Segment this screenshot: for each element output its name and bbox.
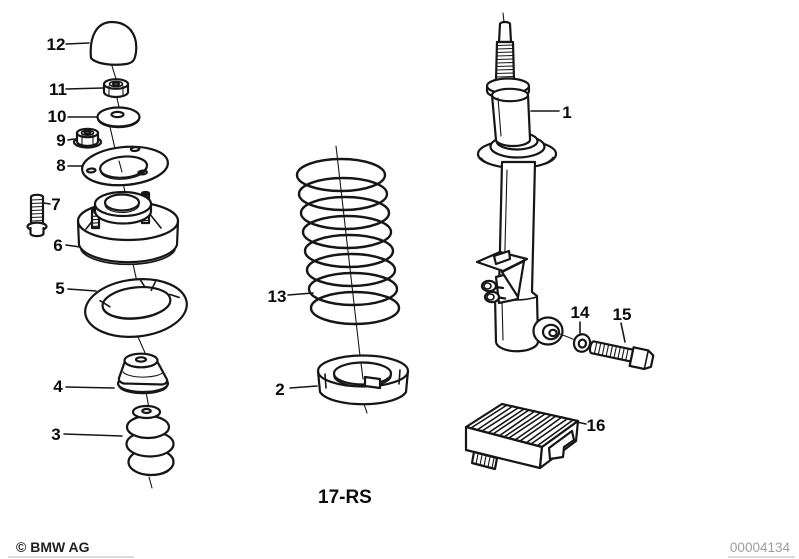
centerline-pad-bottom <box>360 362 368 414</box>
centerline-eye-bolt-axis <box>559 333 574 340</box>
leader-4 <box>65 386 115 389</box>
leader-lines <box>43 42 626 437</box>
callout-12: 12 <box>47 35 66 54</box>
callout-15: 15 <box>613 305 632 324</box>
leader-6 <box>65 244 81 248</box>
callout-5: 5 <box>55 279 64 298</box>
part-1-shock-absorber <box>475 12 564 353</box>
callout-14: 14 <box>571 303 590 322</box>
centerline-pad-buffer <box>137 336 147 356</box>
leader-13 <box>287 292 314 296</box>
leader-3 <box>63 433 123 437</box>
callout-11: 11 <box>49 80 67 99</box>
callout-3: 3 <box>51 425 60 444</box>
callout-4: 4 <box>53 377 63 396</box>
part-13-coil-spring <box>295 157 401 326</box>
copyright-label: © BMW AG <box>16 539 90 555</box>
centerline-spring-axis <box>335 145 361 357</box>
leader-11 <box>65 87 104 90</box>
callout-8: 8 <box>56 156 65 175</box>
leader-16 <box>576 421 587 425</box>
leader-5 <box>67 288 97 292</box>
part-16-control-unit <box>464 402 580 471</box>
part-9-flange-nut <box>72 127 103 149</box>
part-7-bolt <box>26 193 48 238</box>
leader-15 <box>620 322 626 343</box>
callout-13: 13 <box>268 287 287 306</box>
callout-9: 9 <box>56 131 65 150</box>
callout-2: 2 <box>275 380 284 399</box>
centerline-cap-nut <box>111 65 117 80</box>
part-10-washer <box>96 106 141 129</box>
callout-labels: 12 11 10 9 8 7 6 5 4 3 13 2 1 14 15 16 <box>47 35 632 444</box>
drawing-number-label: 00004134 <box>730 540 791 555</box>
part-12-protective-cap <box>89 20 138 66</box>
leader-7 <box>43 202 51 205</box>
part-6-strut-mount <box>76 190 180 266</box>
part-2-lower-spring-pad <box>316 354 410 406</box>
part-5-upper-spring-pad <box>84 278 188 338</box>
callout-6: 6 <box>53 236 62 255</box>
leader-2 <box>289 385 318 389</box>
centerline-nut-washer <box>116 97 120 108</box>
leader-9 <box>67 138 75 141</box>
centerline-through-plate <box>118 160 123 173</box>
part-3-bump-stop <box>125 404 175 489</box>
callout-16: 16 <box>587 416 606 435</box>
part-15-hex-bolt <box>588 340 655 371</box>
part-4-rubber-buffer <box>116 352 170 395</box>
callout-1: 1 <box>562 103 571 122</box>
leader-12 <box>65 42 90 45</box>
part-8-retaining-plate <box>81 145 169 187</box>
callout-10: 10 <box>48 107 67 126</box>
callout-7: 7 <box>51 195 60 214</box>
variant-code-label: 17-RS <box>318 487 372 508</box>
part-11-hex-nut <box>102 78 130 99</box>
